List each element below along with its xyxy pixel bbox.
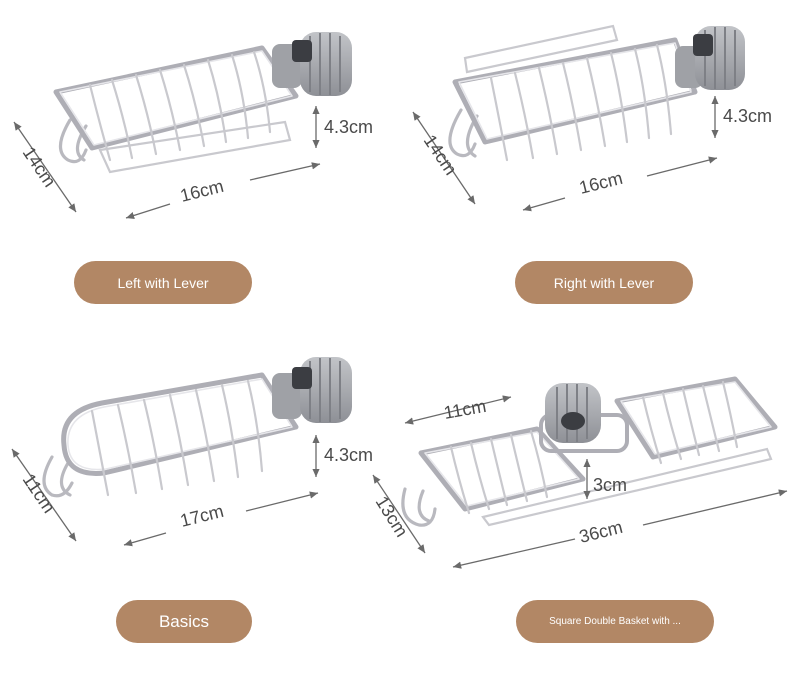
basket-width-label: 11cm <box>442 396 488 423</box>
depth-label: 14cm <box>19 143 60 191</box>
height-label: 3cm <box>593 475 627 495</box>
basket-illustration-basics: 11cm 4.3cm 17cm <box>11 357 373 547</box>
width-label: 16cm <box>577 168 625 198</box>
depth-label: 14cm <box>420 131 461 179</box>
depth-label: 11cm <box>19 470 59 517</box>
variant-button-basics[interactable]: Basics <box>116 600 252 643</box>
variant-button-right-lever[interactable]: Right with Lever <box>515 261 693 304</box>
height-label: 4.3cm <box>324 445 373 465</box>
width-label: 16cm <box>178 176 226 206</box>
variant-button-left-lever[interactable]: Left with Lever <box>74 261 252 304</box>
variant-button-square-double[interactable]: Square Double Basket with ... <box>516 600 714 643</box>
product-card-basics: 11cm 4.3cm 17cm Basics <box>0 349 395 698</box>
basket-illustration-left-lever: 14cm 4.3cm 16cm <box>13 32 373 219</box>
product-card-left-lever: 14cm 4.3cm 16cm Left with Lever <box>0 0 395 349</box>
product-card-right-lever: 14cm 4.3cm 16cm Right with Lever <box>395 0 790 349</box>
width-label: 17cm <box>178 501 226 531</box>
height-label: 4.3cm <box>324 117 373 137</box>
width-label: 36cm <box>577 517 625 547</box>
basket-illustration-right-lever: 14cm 4.3cm 16cm <box>412 24 772 212</box>
product-card-square-double: 11cm 3cm 13cm 36cm Square Double Basket … <box>372 349 790 698</box>
basket-illustration-square-double: 11cm 3cm 13cm 36cm <box>372 376 788 569</box>
height-label: 4.3cm <box>723 106 772 126</box>
